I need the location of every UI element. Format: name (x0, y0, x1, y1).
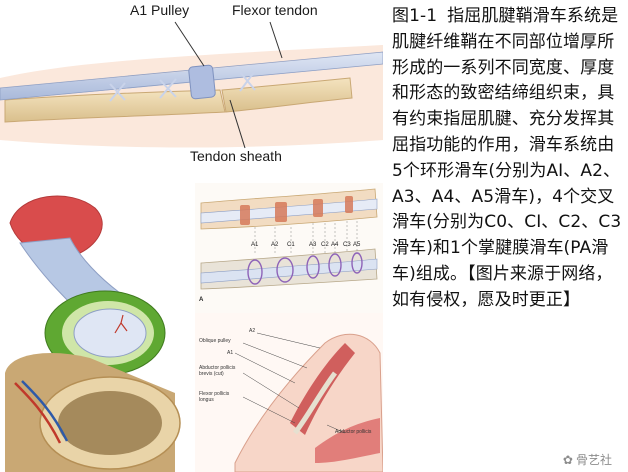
bone-icon: ✿ (563, 453, 573, 467)
label-oblique-pulley: Oblique pulley (199, 338, 231, 344)
panel-letter: A (199, 297, 203, 303)
pulley-label-a4: A4 (331, 242, 338, 248)
pulley-system-drawing (195, 183, 383, 313)
pulley-label-c1: C1 (287, 242, 295, 248)
label-adductor-pollicis: Adductor pollicis (335, 429, 379, 435)
pulley-label-a3: A3 (309, 242, 316, 248)
pulley-label-a1: A1 (251, 242, 258, 248)
figure-number: 图1-1 (392, 6, 437, 26)
watermark-text: 骨艺社 (576, 451, 612, 468)
caption-text: 指屈肌腱鞘滑车系统是肌腱纤维鞘在不同部位增厚所形成的一系列不同宽度、厚度和形态的… (392, 6, 621, 310)
pulley-label-c2: C2 (321, 242, 329, 248)
cross-section-illustration (0, 183, 195, 472)
pulley-label-c3: C3 (343, 242, 351, 248)
label-flexor-pollicis-longus: Flexor pollicis longus (199, 391, 243, 403)
a1-pulley-label: A1 Pulley (130, 2, 189, 18)
label-a1: A1 (227, 350, 233, 356)
label-abductor-pollicis-brevis: Abductor pollicis brevis (cut) (199, 365, 243, 377)
pulley-label-a5: A5 (353, 242, 360, 248)
tendon-sheath-label: Tendon sheath (190, 148, 282, 164)
watermark: ✿ 骨艺社 (563, 451, 612, 468)
flexor-tendon-illustration: A1 Pulley Flexor tendon Tendon sheath (0, 0, 383, 183)
pulley-system-diagram: A1 A2 C1 A3 C2 A4 C3 A5 A (195, 183, 383, 313)
thumb-pulley-diagram: A2 Oblique pulley A1 Abductor pollicis b… (195, 313, 383, 472)
pulley-label-a2: A2 (271, 242, 278, 248)
flexor-tendon-label: Flexor tendon (232, 2, 318, 18)
label-a2: A2 (249, 328, 255, 334)
tendon-cross-section-drawing (0, 183, 195, 472)
